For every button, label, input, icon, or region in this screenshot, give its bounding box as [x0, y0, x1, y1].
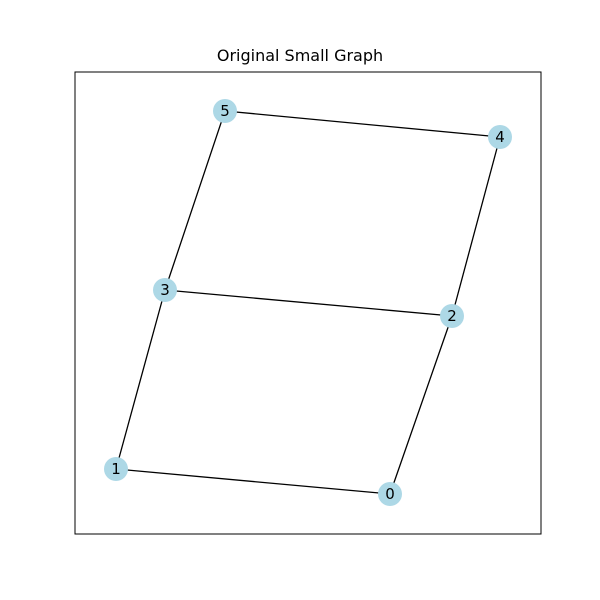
node-label-5: 5: [220, 102, 230, 120]
edge-4-2: [451, 136, 501, 317]
plot-frame: [74, 71, 542, 535]
node-label-0: 0: [385, 485, 395, 503]
node-3: [153, 278, 177, 302]
figure-title: Original Small Graph: [216, 46, 384, 65]
edge-2-0: [389, 315, 453, 495]
edge-3-1: [115, 289, 166, 470]
node-label-1: 1: [111, 460, 121, 478]
edge-1-0: [115, 468, 391, 495]
node-5: [213, 99, 237, 123]
node-1: [104, 457, 128, 481]
nodes-layer: 0 1 2 3 4 5: [104, 99, 512, 506]
node-label-3: 3: [160, 281, 170, 299]
node-0: [378, 482, 402, 506]
edge-5-3: [164, 110, 226, 291]
node-2: [440, 304, 464, 328]
edge-5-4: [224, 110, 501, 138]
node-4: [488, 125, 512, 149]
edges-layer: [115, 110, 501, 495]
node-label-4: 4: [495, 128, 505, 146]
edge-3-2: [164, 289, 453, 317]
node-label-2: 2: [447, 307, 457, 325]
